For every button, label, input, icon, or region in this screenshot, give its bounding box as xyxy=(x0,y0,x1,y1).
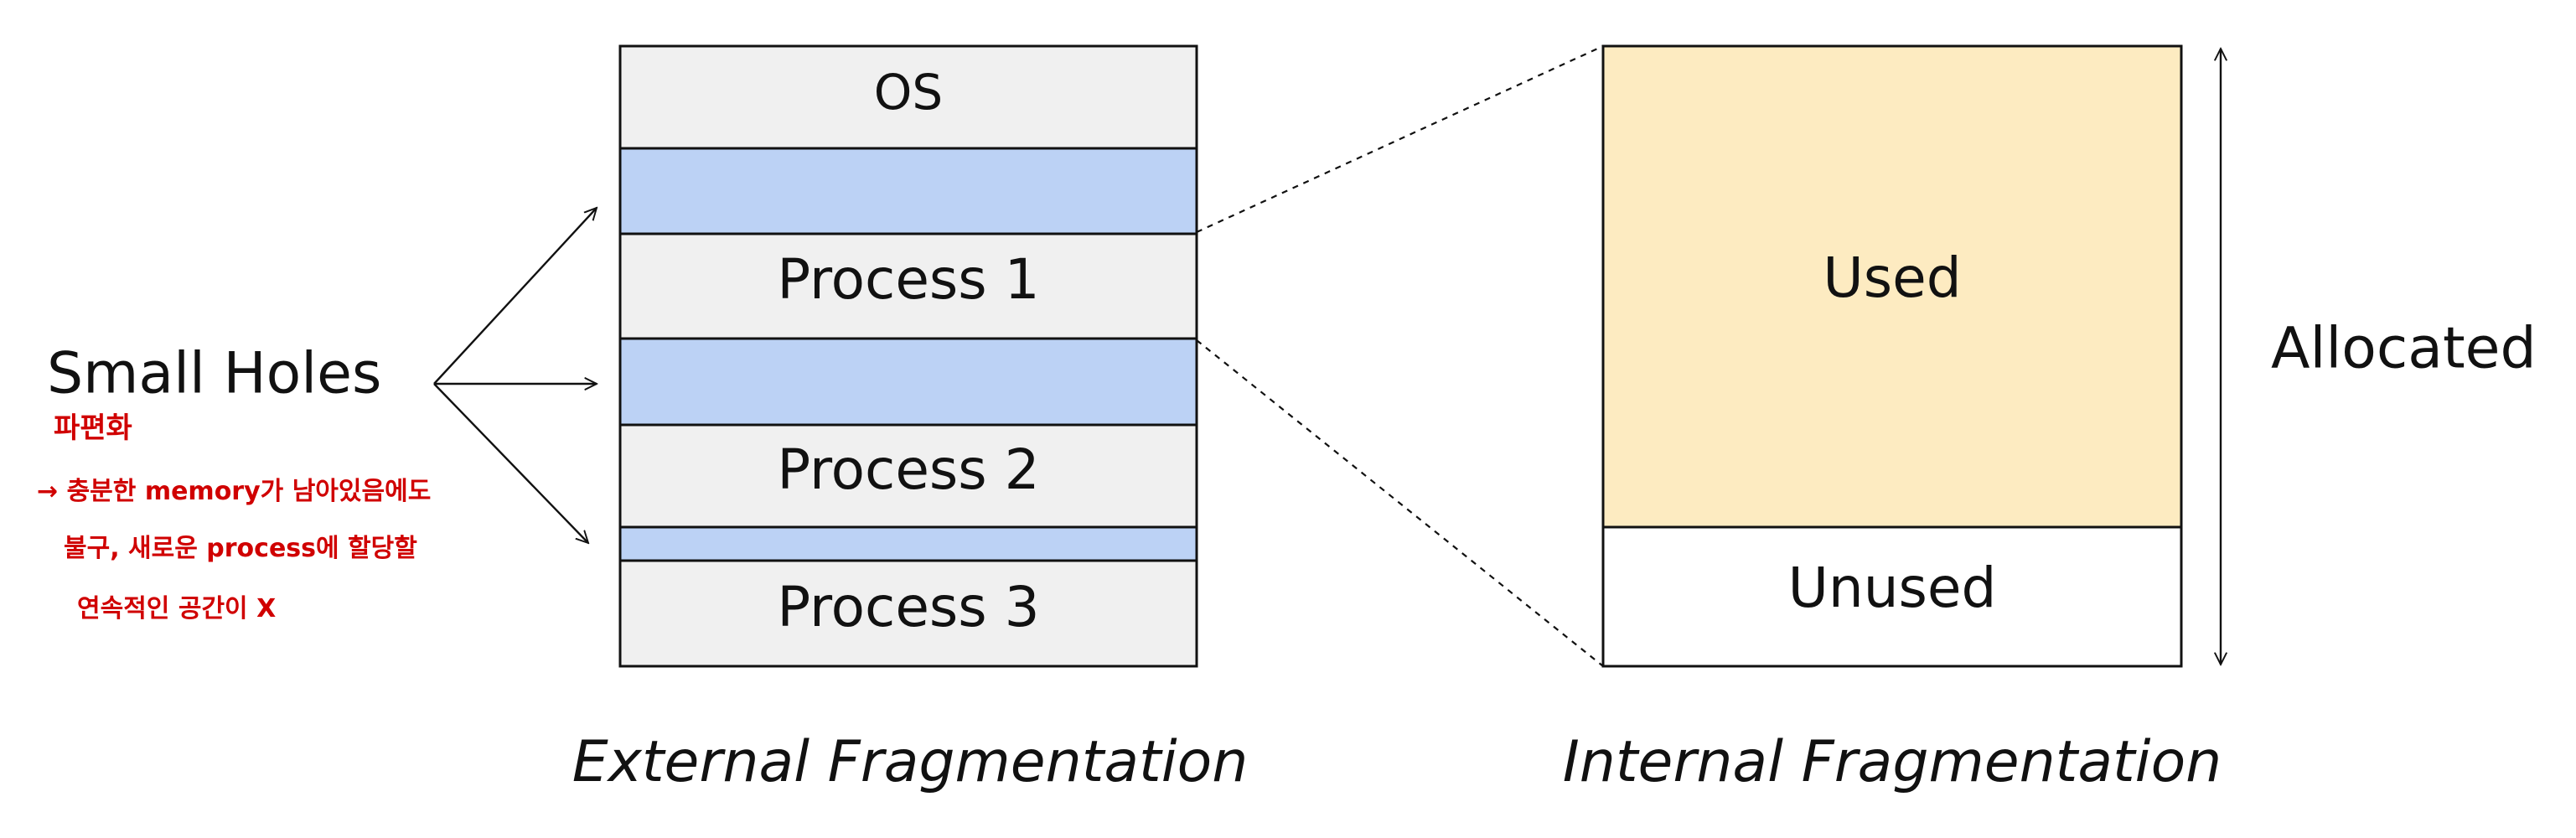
small-holes-label: Small Holes xyxy=(47,341,381,407)
external-fragmentation-caption: External Fragmentation xyxy=(572,729,1249,795)
process-2-block xyxy=(618,423,1198,529)
unused-label: Unused xyxy=(1788,556,1997,620)
process-1-block xyxy=(618,232,1198,340)
annotation-line-2: → 충분한 memory가 남아있음에도 xyxy=(37,477,431,506)
process-2-label: Process 2 xyxy=(777,437,1039,502)
unused-region xyxy=(1601,525,2183,668)
hole-block-2 xyxy=(618,337,1198,427)
process-3-block xyxy=(618,559,1198,668)
os-block xyxy=(618,44,1198,150)
arrow-to-hole-1 xyxy=(433,208,597,385)
zoom-line-top xyxy=(1196,44,1604,234)
external-memory-column: OS Process 1 Process 2 Process 3 xyxy=(618,44,1198,668)
annotation-line-3: 불구, 새로운 process에 할당할 xyxy=(64,534,417,563)
internal-memory-block: Used Unused xyxy=(1601,44,2183,668)
small-hole-arrows xyxy=(433,208,597,543)
used-label: Used xyxy=(1823,246,1961,310)
allocated-label: Allocated xyxy=(2271,316,2537,382)
zoom-dashed-lines xyxy=(1196,44,1604,667)
os-label: OS xyxy=(874,64,943,121)
annotation-line-4: 연속적인 공간이 X xyxy=(77,594,276,623)
annotation-line-1: 파편화 xyxy=(54,411,132,445)
process-1-label: Process 1 xyxy=(777,247,1039,312)
hole-block-1 xyxy=(618,147,1198,235)
hole-block-3 xyxy=(618,525,1198,562)
handwritten-annotation: 파편화 → 충분한 memory가 남아있음에도 불구, 새로운 process… xyxy=(37,411,431,623)
zoom-line-bottom xyxy=(1196,339,1604,667)
internal-fragmentation-caption: Internal Fragmentation xyxy=(1563,729,2222,795)
arrow-to-hole-3 xyxy=(433,383,588,543)
used-region xyxy=(1601,44,2183,529)
process-3-label: Process 3 xyxy=(777,575,1039,639)
